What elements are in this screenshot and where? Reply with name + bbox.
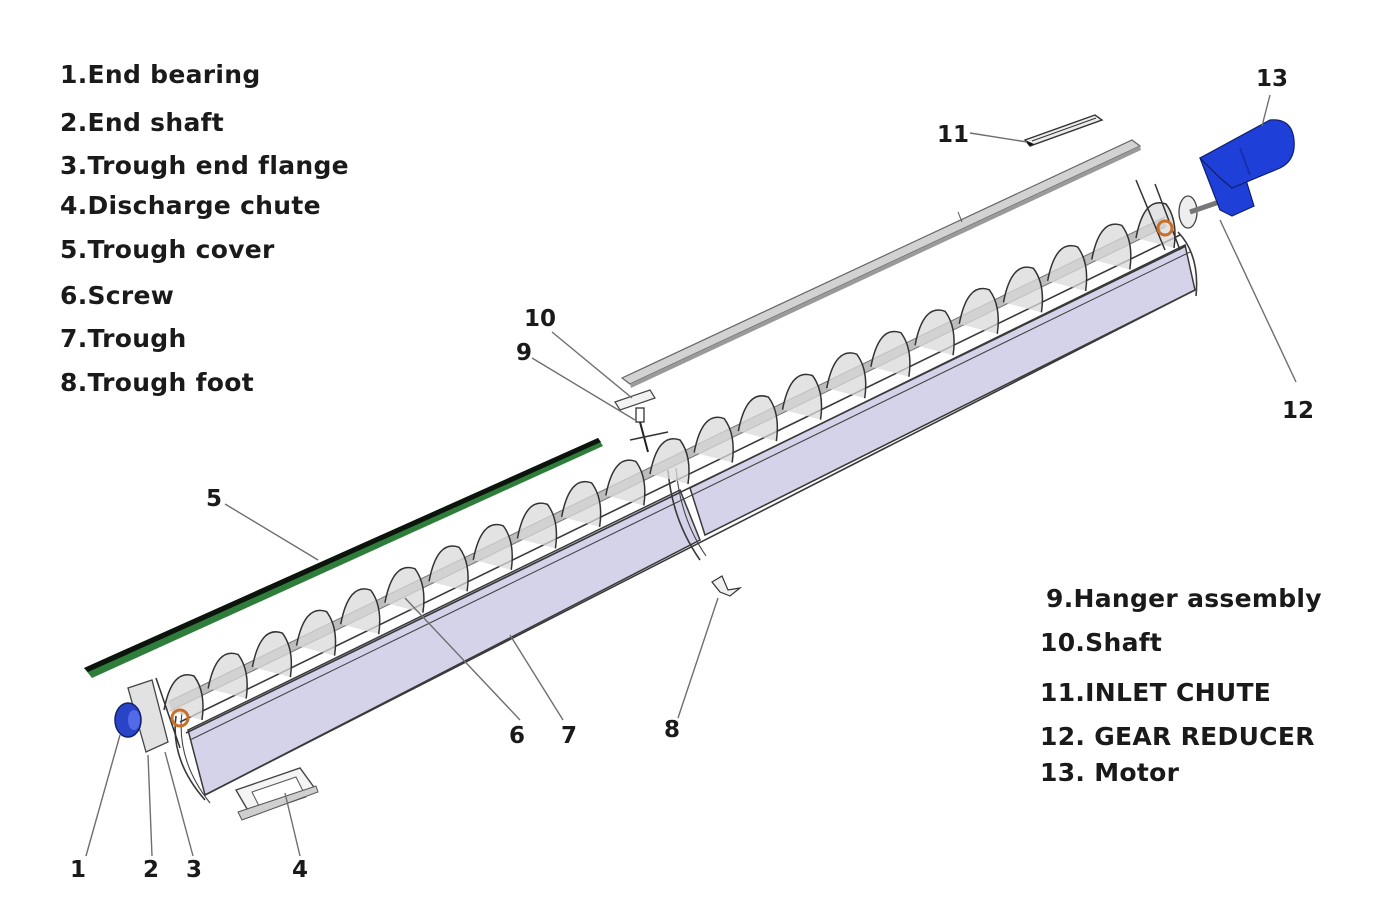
trough-right-section [689, 243, 1196, 537]
legend-item: 6.Screw [60, 281, 175, 310]
legend-item: 7.Trough [60, 324, 187, 353]
screw-flight [693, 416, 734, 463]
discharge-chute [234, 767, 319, 821]
legend-item: 9.Hanger assembly [1046, 584, 1322, 613]
callout-10: 10 [524, 306, 556, 332]
callout-5: 5 [206, 486, 222, 512]
trough-left-section [187, 488, 701, 797]
screw-flight [1002, 266, 1044, 313]
legend-item: 1.End bearing [60, 60, 261, 89]
callout-13: 13 [1256, 66, 1288, 92]
screw-flight [825, 352, 867, 399]
motor [1199, 119, 1295, 189]
hanger-assembly [614, 389, 669, 453]
trough-cover-top [84, 438, 601, 672]
callout-12: 12 [1282, 398, 1314, 424]
legend-item: 12. GEAR REDUCER [1040, 722, 1315, 751]
screw-flight [163, 674, 204, 721]
screw-flight [428, 545, 469, 592]
screw [163, 202, 1176, 721]
legend-item: 4.Discharge chute [60, 191, 321, 220]
callout-7: 7 [561, 723, 577, 749]
trough-cover-right [620, 139, 1142, 388]
callout-2: 2 [143, 857, 159, 883]
screw-flight [339, 588, 381, 635]
callout-8: 8 [664, 717, 680, 743]
callout-3: 3 [186, 857, 202, 883]
legend-item: 5.Trough cover [60, 235, 275, 264]
left-end-assembly [114, 677, 190, 753]
legend-item: 3.Trough end flange [60, 151, 349, 180]
screw-flight [384, 566, 425, 613]
screw-flight [560, 480, 602, 528]
drive-assembly [1135, 119, 1295, 251]
screw-flight [1046, 244, 1088, 292]
callout-6: 6 [509, 723, 525, 749]
legend-item: 2.End shaft [60, 108, 225, 137]
inlet-chute [1023, 114, 1104, 147]
screw-flight [251, 631, 293, 678]
trough-end-flange [127, 679, 169, 753]
trough [174, 231, 1198, 804]
screw-flight [914, 309, 955, 356]
legend-item: 13. Motor [1040, 758, 1180, 787]
screw-flight [958, 287, 1000, 334]
screw-flight [207, 652, 248, 699]
screw-flight [472, 523, 514, 570]
legend-item: 8.Trough foot [60, 368, 254, 397]
leader-lines [85, 94, 1297, 857]
callout-1: 1 [70, 857, 86, 883]
screw-flight [870, 330, 911, 377]
legend-item: 11.INLET CHUTE [1040, 678, 1272, 707]
screw-flight [649, 438, 690, 485]
callout-numbers: 1 2 3 4 5 6 7 8 9 10 11 12 13 [70, 66, 1314, 883]
screw-flight [737, 395, 779, 442]
screw-flight [295, 609, 337, 656]
callout-9: 9 [516, 340, 532, 366]
screw-flight [781, 373, 823, 420]
screw-flight [1091, 223, 1132, 270]
trough-cover [84, 438, 603, 678]
screw-flight [516, 502, 558, 549]
screw-flight [605, 459, 646, 506]
legend-item: 10.Shaft [1040, 628, 1163, 657]
trough-foot [711, 575, 743, 597]
callout-4: 4 [292, 857, 308, 883]
callout-11: 11 [937, 122, 969, 148]
